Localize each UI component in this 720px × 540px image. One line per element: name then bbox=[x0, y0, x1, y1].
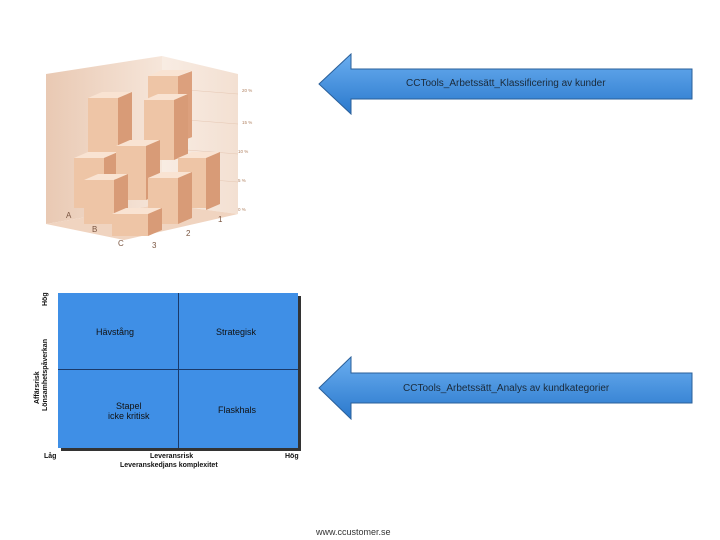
bars bbox=[74, 70, 220, 236]
row-label: A bbox=[66, 211, 72, 220]
3d-bar-chart: A B C 3 2 1 20 % 15 % 10 % 5 % 0 % bbox=[44, 54, 256, 252]
footer-url[interactable]: www.ccustomer.se bbox=[316, 527, 391, 537]
top-arrow-label: CCTools_Arbetssätt_Klassificering av kun… bbox=[406, 78, 606, 89]
x-axis-title-2: Leveranskedjans komplexitet bbox=[120, 462, 218, 469]
pct-label: 15 % bbox=[242, 120, 252, 125]
x-axis-low-label: Låg bbox=[44, 453, 57, 460]
left-arrow-icon bbox=[318, 356, 693, 420]
y-axis-title-2: Lönsamhetspåverkan bbox=[42, 339, 49, 411]
y-axis-title-1: Affärsrisk bbox=[34, 371, 41, 404]
col-label: 1 bbox=[218, 215, 223, 224]
quadrant-non-critical: Stapel icke kritisk bbox=[108, 401, 150, 421]
col-label: 3 bbox=[152, 241, 157, 250]
col-label: 2 bbox=[186, 229, 191, 238]
matrix-vertical-divider bbox=[178, 293, 179, 448]
x-axis-high-label: Hög bbox=[285, 453, 299, 460]
pct-label: 20 % bbox=[242, 88, 252, 93]
quadrant-strategic: Strategisk bbox=[216, 327, 257, 337]
x-axis-title-1: Leveransrisk bbox=[150, 453, 194, 460]
matrix-horizontal-divider bbox=[58, 369, 298, 370]
quadrant-non-critical-line-2: icke kritisk bbox=[108, 411, 150, 421]
y-axis-high-label: Hög bbox=[42, 292, 49, 306]
row-label: B bbox=[92, 225, 97, 234]
quadrant-non-critical-line-1: Stapel bbox=[115, 401, 142, 411]
quadrant-leverage: Hävstång bbox=[96, 327, 135, 337]
pct-label: 10 % bbox=[238, 149, 248, 154]
bottom-arrow[interactable]: CCTools_Arbetssätt_Analys av kundkategor… bbox=[318, 356, 693, 420]
top-arrow[interactable]: CCTools_Arbetssätt_Klassificering av kun… bbox=[318, 53, 693, 115]
bottom-arrow-label: CCTools_Arbetssätt_Analys av kundkategor… bbox=[403, 383, 610, 394]
row-label: C bbox=[118, 239, 124, 248]
quadrant-bottleneck: Flaskhals bbox=[218, 405, 257, 415]
bar bbox=[84, 174, 128, 224]
bar bbox=[112, 208, 162, 236]
left-arrow-icon bbox=[318, 53, 693, 115]
3d-bar-chart-svg: A B C 3 2 1 20 % 15 % 10 % 5 % 0 % bbox=[46, 56, 252, 250]
pct-label: 5 % bbox=[238, 178, 246, 183]
portfolio-matrix: Hävstång Strategisk Stapel icke kritisk … bbox=[58, 293, 301, 452]
pct-label: 0 % bbox=[238, 207, 246, 212]
